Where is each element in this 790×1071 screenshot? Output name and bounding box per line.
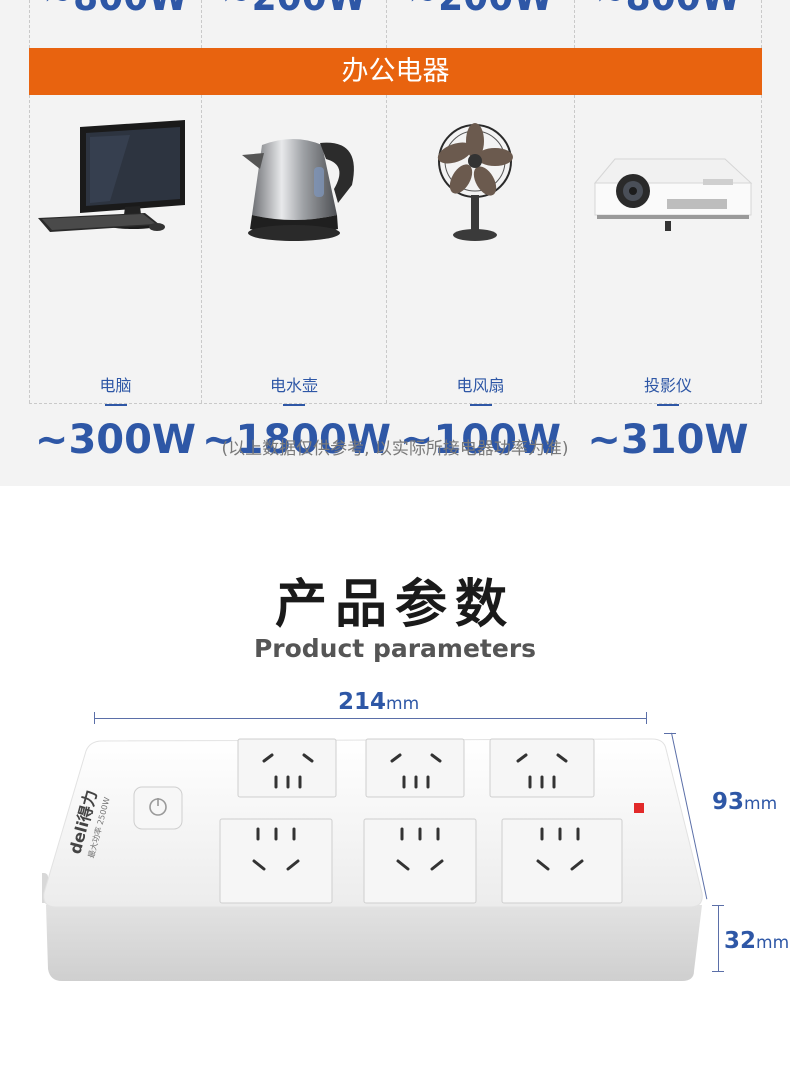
appliance-watt: ~1800W: [202, 417, 391, 463]
divider: [283, 404, 305, 406]
appliance-watt: ~300W: [34, 417, 197, 463]
dimension-tick: [646, 712, 647, 724]
width-unit: mm: [744, 794, 778, 814]
appliance-cell-fan: 电风扇 ~100W: [386, 95, 574, 463]
height-dimension-line: [718, 905, 719, 971]
params-title-en: Product parameters: [253, 634, 537, 663]
kettle-icon: [242, 139, 354, 241]
previous-cell: ~800W: [574, 0, 762, 48]
divider: [469, 404, 492, 406]
previous-cell: ~200W: [201, 0, 386, 48]
appliance-name: 电水壶: [269, 376, 318, 395]
width-label: 93mm: [712, 789, 777, 815]
watt-value: ~200W: [202, 0, 386, 20]
params-title-cn: 产品参数: [274, 575, 515, 635]
indicator-light: [634, 803, 644, 813]
height-label: 32mm: [724, 928, 789, 954]
office-appliance-row: 电脑 ~300W: [29, 95, 762, 463]
width-value: 93: [712, 789, 745, 815]
dimension-tick: [664, 733, 676, 734]
divider: [657, 404, 679, 406]
appliance-name: 投影仪: [643, 376, 692, 395]
height-unit: mm: [756, 933, 790, 953]
watt-value: ~800W: [30, 0, 201, 20]
dimension-tick: [94, 712, 95, 724]
appliance-watt: ~100W: [399, 417, 562, 463]
length-label: 214mm: [338, 689, 419, 715]
length-dimension-line: [94, 718, 647, 719]
dimension-tick: [712, 971, 724, 972]
watt-value: ~800W: [575, 0, 761, 20]
appliance-cell-projector: 投影仪 ~310W: [574, 95, 762, 463]
appliance-cell-kettle: 电水壶 ~1800W: [201, 95, 391, 463]
watt-value: ~200W: [387, 0, 574, 20]
section-banner: 办公电器: [29, 48, 762, 95]
appliance-watt: ~310W: [587, 417, 749, 463]
divider: [104, 404, 127, 406]
appliance-name: 电风扇: [456, 376, 505, 395]
power-strip-icon: deli得力 最大功率 2500W: [0, 738, 703, 981]
previous-cell: ~800W: [29, 0, 201, 48]
previous-appliance-row: ~800W ~200W ~200W ~800W: [29, 0, 762, 48]
previous-cell: ~200W: [386, 0, 574, 48]
length-unit: mm: [386, 694, 420, 714]
monitor-icon: [38, 120, 185, 232]
dimension-tick: [712, 905, 724, 906]
height-value: 32: [724, 928, 757, 954]
power-strip-image: deli得力 最大功率 2500W: [0, 735, 704, 985]
disclaimer-note: (以上数据仅供参考, 以实际所接电器功率为准): [221, 439, 569, 459]
fan-icon: [437, 123, 513, 241]
appliance-cell-computer: 电脑 ~300W: [29, 95, 201, 463]
projector-icon: [593, 158, 753, 231]
appliance-name: 电脑: [99, 376, 132, 395]
length-value: 214: [338, 689, 387, 715]
appliance-power-section: ~800W ~200W ~200W ~800W 办公电器 电脑 ~300W: [0, 0, 790, 486]
